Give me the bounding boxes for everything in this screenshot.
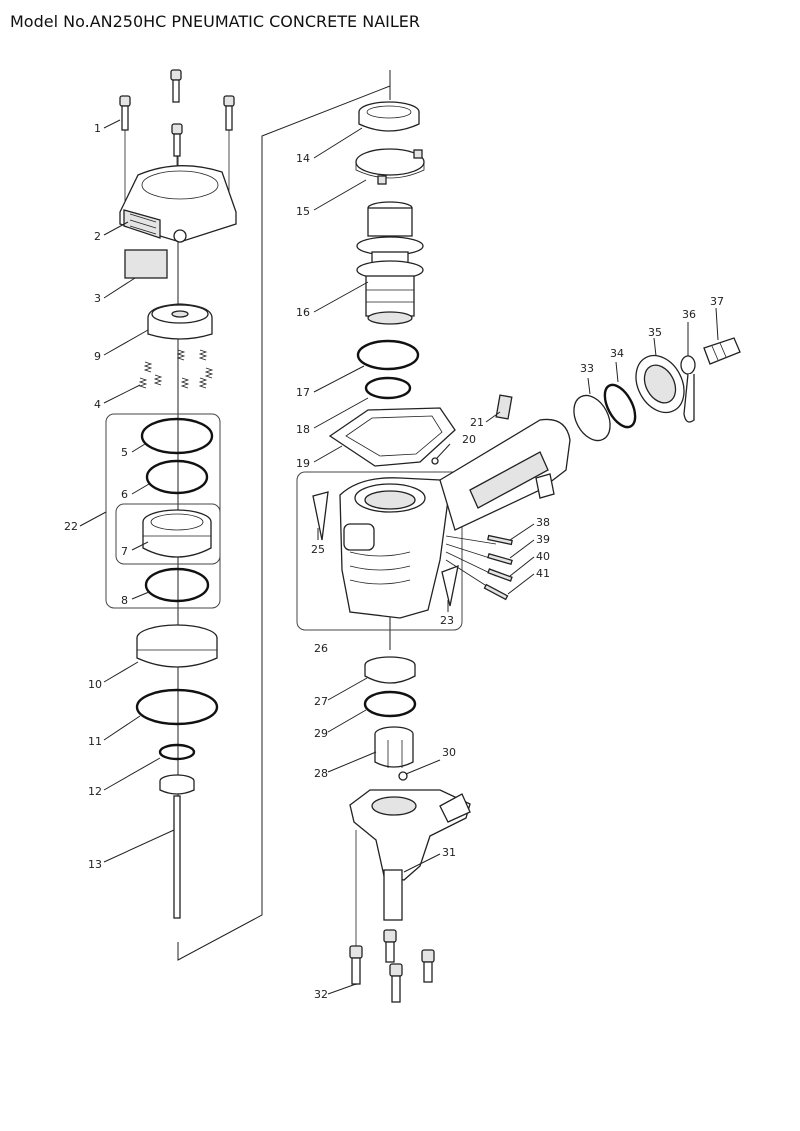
part-9-piston	[147, 303, 213, 340]
part-22-group-box	[105, 413, 221, 609]
part-34-o-ring	[603, 383, 637, 429]
part-17-o-ring	[356, 339, 420, 371]
callout-40: 40	[536, 550, 550, 563]
part-18-o-ring	[364, 376, 412, 400]
callout-1: 1	[94, 122, 101, 135]
part-23-plate	[441, 564, 459, 607]
part-25-plate	[312, 491, 329, 541]
callout-12: 12	[88, 785, 102, 798]
callout-16: 16	[296, 306, 310, 319]
part-36-hanger	[680, 355, 696, 423]
part-37-fitting	[703, 337, 741, 365]
callout-37: 37	[710, 295, 724, 308]
callout-11: 11	[88, 735, 102, 748]
part-19-gasket	[328, 407, 456, 467]
part-7-bumper	[142, 509, 212, 558]
callout-18: 18	[296, 423, 310, 436]
callout-7: 7	[121, 545, 128, 558]
part-14-seal-ring	[358, 101, 420, 132]
part-38-41-pins	[445, 534, 513, 601]
part-2-top-cover	[119, 165, 237, 243]
callout-27: 27	[314, 695, 328, 708]
part-5-o-ring	[140, 417, 214, 455]
callout-21: 21	[470, 416, 484, 429]
part-13-driver-blade	[159, 774, 195, 919]
callout-39: 39	[536, 533, 550, 546]
callout-9: 9	[94, 350, 101, 363]
callout-38: 38	[536, 516, 550, 529]
part-6-o-ring	[145, 459, 209, 495]
part-20-pin	[431, 457, 439, 465]
callout-35: 35	[648, 326, 662, 339]
part-32-bolts	[349, 929, 435, 1003]
callout-15: 15	[296, 205, 310, 218]
callout-8: 8	[121, 594, 128, 607]
part-33-filter	[573, 394, 611, 442]
part-31-nose-assembly	[349, 789, 471, 921]
part-28-cap	[374, 726, 414, 768]
callout-2: 2	[94, 230, 101, 243]
part-35-end-cap	[635, 354, 685, 414]
callout-36: 36	[682, 308, 696, 321]
callout-23: 23	[440, 614, 454, 627]
part-26-body	[339, 418, 571, 619]
part-15-holder	[355, 148, 425, 185]
callout-labels: 1 2 3 4 5 6 7 8 9 10 11 12 13 14 15 16 1…	[64, 122, 724, 1001]
callout-17: 17	[296, 386, 310, 399]
part-10-cylinder-ring	[136, 624, 218, 668]
callout-22: 22	[64, 520, 78, 533]
leader-lines	[79, 119, 719, 995]
callout-13: 13	[88, 858, 102, 871]
part-12-o-ring	[158, 743, 196, 761]
part-11-o-ring	[135, 688, 219, 726]
part-16-cylinder	[356, 201, 424, 325]
callout-32: 32	[314, 988, 328, 1001]
callout-30: 30	[442, 746, 456, 759]
part-30-ball	[398, 771, 408, 781]
part-8-o-ring	[144, 567, 210, 603]
callout-14: 14	[296, 152, 310, 165]
callout-4: 4	[94, 398, 101, 411]
callout-25: 25	[311, 543, 325, 556]
part-29-o-ring	[363, 690, 417, 718]
callout-10: 10	[88, 678, 102, 691]
callout-19: 19	[296, 457, 310, 470]
callout-6: 6	[121, 488, 128, 501]
callout-20: 20	[462, 433, 476, 446]
callout-28: 28	[314, 767, 328, 780]
callout-33: 33	[580, 362, 594, 375]
callout-41: 41	[536, 567, 550, 580]
callout-34: 34	[610, 347, 624, 360]
page-title: Model No.AN250HC PNEUMATIC CONCRETE NAIL…	[10, 12, 420, 31]
callout-3: 3	[94, 292, 101, 305]
part-3-pad	[124, 249, 168, 279]
part-27-bushing	[364, 656, 416, 684]
callout-31: 31	[442, 846, 456, 859]
callout-26: 26	[314, 642, 328, 655]
callout-5: 5	[121, 446, 128, 459]
part-4-springs	[138, 349, 214, 389]
part-26-body-group-box	[296, 471, 463, 631]
callout-29: 29	[314, 727, 328, 740]
part-21-label	[495, 394, 513, 420]
